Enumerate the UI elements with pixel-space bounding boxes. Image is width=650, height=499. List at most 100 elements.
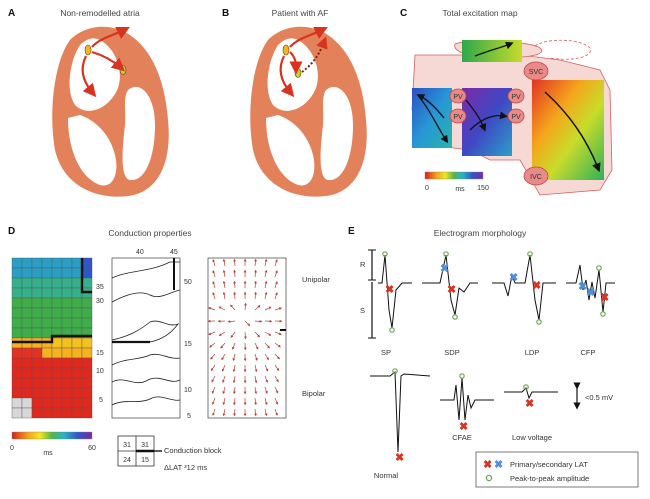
grid-cell xyxy=(81,267,93,279)
grid-cell xyxy=(81,277,93,289)
grid-cell xyxy=(71,287,83,299)
conduction-block-box: 31 31 24 15 Conduction block ΔLAT ³12 ms xyxy=(117,435,222,472)
vector-arrow xyxy=(233,397,236,406)
svc-label: SVC xyxy=(529,69,543,76)
vector-arrow xyxy=(222,386,226,395)
iso-right-5: 5 xyxy=(187,413,191,420)
grid-cell xyxy=(71,307,83,319)
vector-arrow xyxy=(264,364,269,372)
grid-cell xyxy=(11,377,23,389)
grid-cell xyxy=(21,307,33,319)
grid-cell xyxy=(51,307,63,319)
vector-arrow xyxy=(221,364,226,372)
vector-arrow xyxy=(264,306,272,311)
grid-cell xyxy=(51,407,63,419)
panel-b: B Patient with AF xyxy=(222,8,367,197)
dlat-label: ΔLAT ³12 ms xyxy=(164,463,207,472)
vector-arrow xyxy=(209,342,216,348)
grid-cell xyxy=(31,297,43,309)
lat-x-marker-icon: ✖ xyxy=(459,421,468,433)
box-val-tr: 31 xyxy=(141,442,149,449)
ivc-vessel xyxy=(523,166,549,186)
grid-scale-min: 0 xyxy=(10,445,14,452)
grid-cell xyxy=(71,397,83,409)
vector-arrow xyxy=(274,269,278,278)
iso-label-45: 45 xyxy=(170,249,178,256)
grid-cell xyxy=(31,277,43,289)
grid-cell xyxy=(21,367,33,379)
grid-cell xyxy=(71,337,83,349)
iso-left-35: 35 xyxy=(96,284,104,291)
vector-arrow xyxy=(211,386,216,394)
grid-cell xyxy=(11,297,23,309)
grid-cell xyxy=(11,327,23,339)
grid-cell xyxy=(41,307,53,319)
grid-cell xyxy=(31,307,43,319)
panel-c-letter: C xyxy=(400,8,407,19)
vector-arrow xyxy=(212,280,216,289)
vector-arrow xyxy=(264,375,268,383)
vector-arrow xyxy=(254,408,257,417)
vector-arrow xyxy=(264,269,268,278)
vector-arrow xyxy=(243,331,247,340)
vector-arrow xyxy=(254,375,258,384)
vector-arrow xyxy=(233,291,237,300)
vector-arrow xyxy=(254,331,261,338)
grid-cell xyxy=(51,317,63,329)
grid-cell xyxy=(31,367,43,379)
lat-markers: ✖✖✖✖✖✖✖✖✖✖✖ xyxy=(385,263,609,464)
grid-cell xyxy=(81,377,93,389)
grid-cell xyxy=(71,377,83,389)
bipolar-label: Bipolar xyxy=(302,389,326,398)
grid-cell xyxy=(31,407,43,419)
svc-vessel xyxy=(523,61,549,81)
grid-cell xyxy=(51,277,63,289)
lat-x-marker-icon: ✖ xyxy=(447,284,456,296)
panel-a: A Non-remodelled atria xyxy=(8,8,169,197)
vector-arrow xyxy=(232,353,236,362)
vector-arrow xyxy=(264,331,272,336)
grid-cell xyxy=(81,367,93,379)
grid-cell xyxy=(11,257,23,269)
grid-cell xyxy=(71,367,83,379)
lat-x-marker-icon: ✖ xyxy=(578,281,587,293)
panel-d: D Conduction properties 0 ms 60 40 45 35… xyxy=(8,226,330,472)
grid-cell xyxy=(21,287,33,299)
grid-cell xyxy=(21,327,33,339)
vector-arrow xyxy=(212,408,216,417)
egm-cfae: CFAE xyxy=(440,373,494,442)
vector-field-frame xyxy=(207,257,287,419)
grid-cell xyxy=(81,307,93,319)
scale-c-min: 0 xyxy=(425,185,429,192)
grid-cell xyxy=(21,407,33,419)
grid-cell xyxy=(31,327,43,339)
low-voltage-label: Low voltage xyxy=(512,433,552,442)
map-patch-middle xyxy=(462,88,512,156)
iso-right-50: 50 xyxy=(184,279,192,286)
grid-cell xyxy=(41,407,53,419)
iso-right-10: 10 xyxy=(184,387,192,394)
conduction-block-label: Conduction block xyxy=(164,446,222,455)
grid-cell xyxy=(11,307,23,319)
lat-x-marker-icon: ✖ xyxy=(385,284,394,296)
grid-cell xyxy=(81,297,93,309)
vector-field xyxy=(207,258,283,417)
vector-arrow xyxy=(274,331,282,335)
vector-arrow xyxy=(227,320,236,323)
panel-b-title: Patient with AF xyxy=(272,8,329,18)
grid-cell xyxy=(71,257,83,269)
grid-cell xyxy=(61,297,73,309)
grid-cell xyxy=(21,267,33,279)
iso-right-15: 15 xyxy=(184,341,192,348)
grid-cell xyxy=(61,357,73,369)
iso-label-40: 40 xyxy=(136,249,144,256)
grid-scale-max: 60 xyxy=(88,445,96,452)
lat-x-marker-icon: ✖ xyxy=(525,398,534,410)
grid-cell xyxy=(51,347,63,359)
grid-cell xyxy=(81,357,93,369)
grid-cell xyxy=(61,347,73,359)
scale-c-max: 150 xyxy=(477,185,489,192)
grid-cell xyxy=(81,317,93,329)
vector-arrow xyxy=(254,364,258,373)
